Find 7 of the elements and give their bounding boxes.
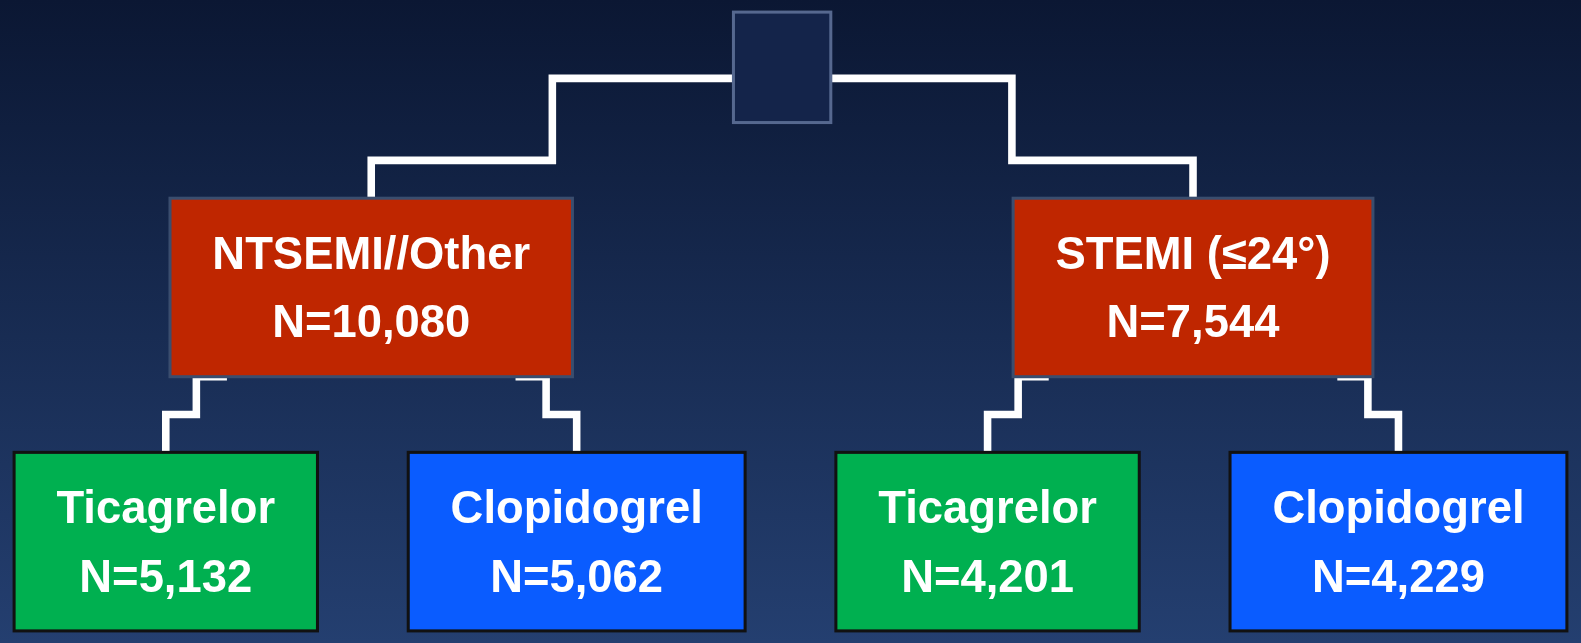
node-box: Ticagrelor N=4,201 — [834, 450, 1141, 633]
node-box: NTSEMI//Other N=10,080 — [168, 196, 574, 379]
node-box: Ticagrelor N=5,132 — [12, 450, 319, 633]
node-box: STEMI (≤24°) N=7,544 — [1011, 196, 1375, 379]
node-box — [731, 10, 833, 125]
node-box: Clopidogrel N=5,062 — [406, 450, 747, 633]
node-box: Clopidogrel N=4,229 — [1228, 450, 1569, 633]
